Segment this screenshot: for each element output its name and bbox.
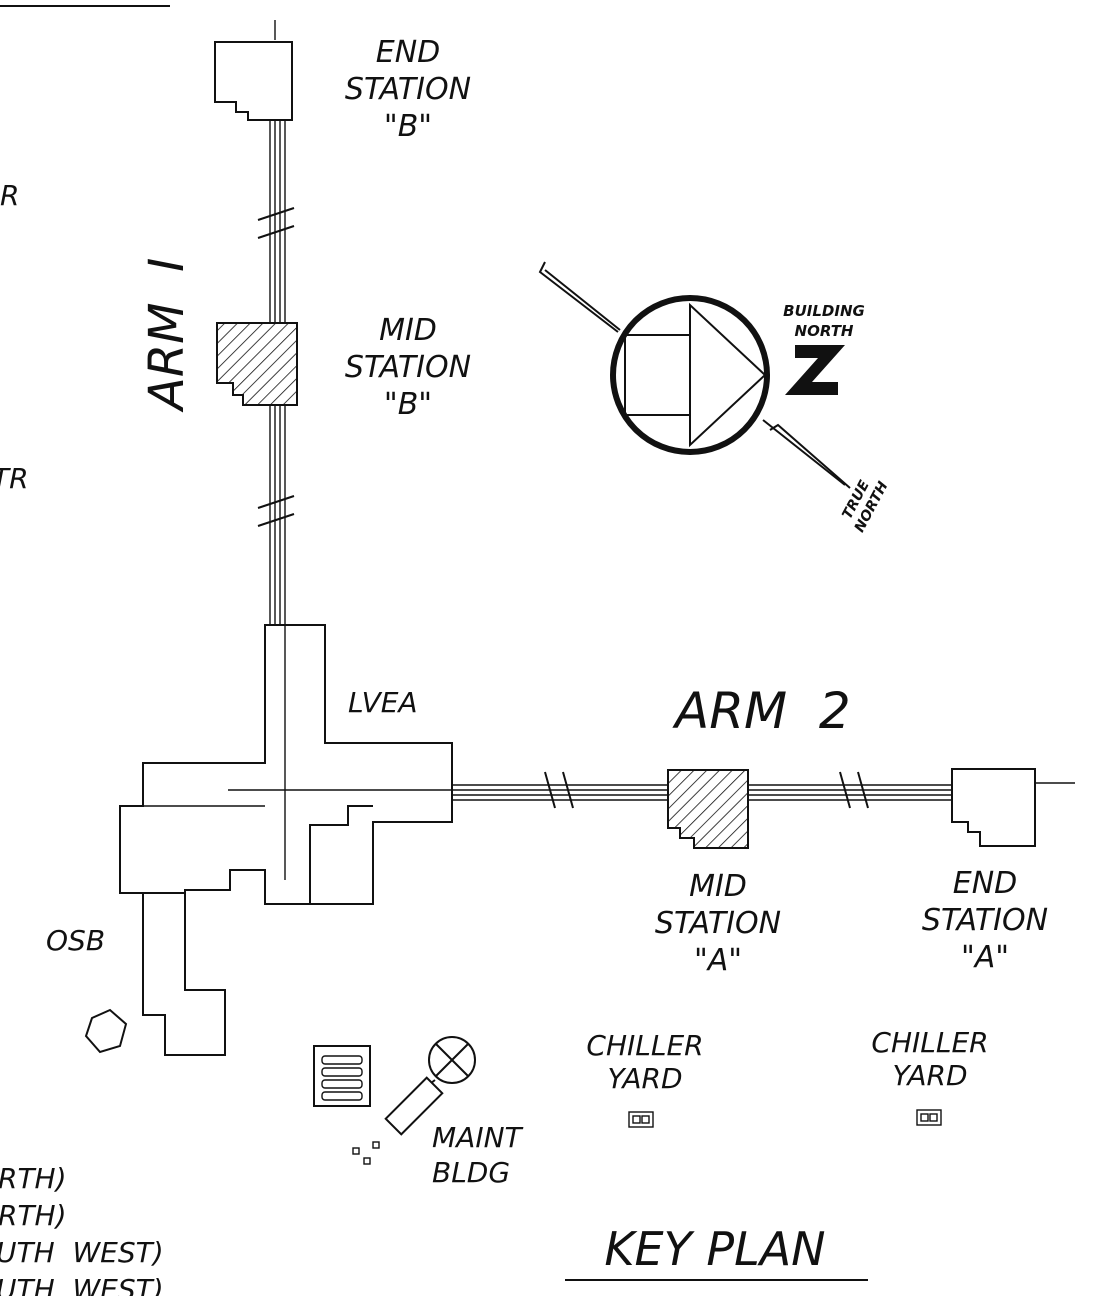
arm1-beam-tube <box>257 20 295 625</box>
svg-text:STATION: STATION <box>345 350 471 385</box>
svg-text:RTH): RTH) <box>0 1162 67 1195</box>
svg-text:"B": "B" <box>384 109 432 144</box>
svg-text:"B": "B" <box>384 387 432 422</box>
svg-text:STATION: STATION <box>922 903 1048 938</box>
svg-text:STATION: STATION <box>345 72 471 107</box>
arm2-beam-tube <box>452 771 1075 809</box>
end-station-a-label: END STATION "A" <box>922 866 1048 975</box>
svg-text:RTH): RTH) <box>0 1199 67 1232</box>
svg-text:YARD: YARD <box>892 1059 967 1092</box>
svg-text:MID: MID <box>379 313 437 348</box>
compass-symbol <box>538 261 851 489</box>
true-north-label: TRUE NORTH <box>839 478 891 536</box>
svg-text:MID: MID <box>689 869 747 904</box>
svg-text:"A": "A" <box>961 940 1009 975</box>
north-letter-icon <box>785 345 845 395</box>
chiller-yard-2-icon <box>916 1109 942 1126</box>
end-station-b-building <box>214 41 293 121</box>
chiller-yard-1-label: CHILLER YARD <box>586 1029 703 1095</box>
osb-building <box>84 892 226 1056</box>
svg-text:TR: TR <box>0 462 29 495</box>
building-north-label: BUILDING NORTH <box>783 302 865 340</box>
osb-label: OSB <box>46 924 105 957</box>
svg-text:BUILDING: BUILDING <box>783 302 865 320</box>
mid-station-a-label: MID STATION "A" <box>655 869 781 978</box>
svg-text:END: END <box>953 866 1018 901</box>
svg-text:UTH WEST): UTH WEST) <box>0 1273 164 1296</box>
svg-text:YARD: YARD <box>607 1062 682 1095</box>
lvea-building <box>119 624 453 905</box>
arm2-label: ARM 2 <box>672 682 851 740</box>
left-edge-fragments: R TR RTH) RTH) UTH WEST) UTH WEST) <box>0 179 164 1296</box>
chiller-yard-2-label: CHILLER YARD <box>871 1026 988 1092</box>
svg-text:UTH WEST): UTH WEST) <box>0 1236 164 1269</box>
mid-station-a-building <box>667 769 749 849</box>
svg-text:CHILLER: CHILLER <box>871 1026 988 1059</box>
chiller-yard-1-icon <box>628 1111 654 1128</box>
mid-station-b-label: MID STATION "B" <box>345 313 471 422</box>
svg-text:STATION: STATION <box>655 906 781 941</box>
maint-bldg-label: MAINT BLDG <box>432 1121 524 1189</box>
end-station-a-building <box>951 768 1036 847</box>
end-station-b-label: END STATION "B" <box>345 35 471 144</box>
svg-text:BLDG: BLDG <box>432 1156 510 1189</box>
key-plan-title: KEY PLAN <box>604 1222 825 1276</box>
svg-text:CHILLER: CHILLER <box>586 1029 703 1062</box>
mid-station-b-building <box>216 322 298 406</box>
svg-text:NORTH: NORTH <box>795 322 854 340</box>
svg-text:"A": "A" <box>694 943 742 978</box>
svg-text:END: END <box>376 35 441 70</box>
svg-text:MAINT: MAINT <box>432 1121 524 1154</box>
arm1-label: ARM I <box>139 258 195 413</box>
svg-text:R: R <box>0 179 19 212</box>
maint-bldg-structure <box>313 1036 476 1165</box>
lvea-label: LVEA <box>348 686 418 719</box>
